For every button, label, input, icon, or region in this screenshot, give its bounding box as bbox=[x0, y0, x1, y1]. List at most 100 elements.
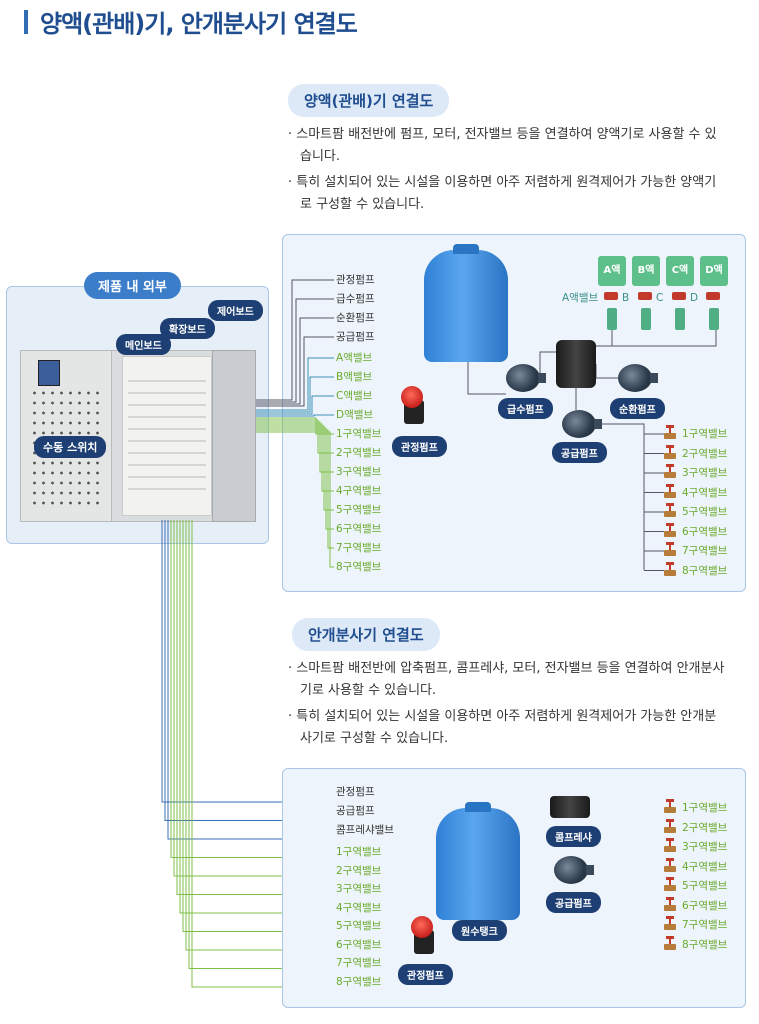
chemical-solenoid bbox=[607, 308, 617, 330]
pump-label: 순환펌프 bbox=[336, 312, 375, 324]
chemical-valve-label: B bbox=[622, 292, 630, 304]
display-screen bbox=[38, 360, 60, 386]
pump-label: 관정펌프 bbox=[336, 786, 375, 798]
zone-valve-label: 5구역밸브 bbox=[682, 880, 728, 892]
valve-label: 6구역밸브 bbox=[336, 523, 382, 535]
expansion-board-badge: 확장보드 bbox=[160, 318, 215, 339]
nutrient-water-tank bbox=[424, 244, 508, 362]
raw-water-tank bbox=[436, 802, 520, 920]
well-pump-gauge bbox=[401, 386, 423, 408]
raw-water-tank-badge: 원수탱크 bbox=[452, 920, 507, 941]
valve-label: 5구역밸브 bbox=[336, 504, 382, 516]
chemical-tank: D액 bbox=[700, 256, 728, 286]
valve-label: A액밸브 bbox=[336, 352, 373, 364]
section1-bullet-1: · 스마트팜 배전반에 펌프, 모터, 전자밸브 등을 연결하여 양액기로 사용… bbox=[288, 127, 717, 164]
zone-valve-label: 2구역밸브 bbox=[682, 821, 728, 834]
chemical-solenoid bbox=[709, 308, 719, 330]
page-title: 양액(관배)기, 안개분사기 연결도 bbox=[40, 10, 358, 38]
valve-label: B액밸브 bbox=[336, 371, 373, 383]
zone-valve-icon bbox=[664, 542, 676, 556]
main-board-badge: 메인보드 bbox=[116, 334, 171, 355]
valve-label: 3구역밸브 bbox=[336, 883, 382, 895]
valve-label: 8구역밸브 bbox=[336, 975, 382, 988]
chemical-valve-label: A액밸브 bbox=[562, 292, 599, 304]
zone-valve-icon bbox=[664, 935, 676, 950]
zone-valve-label: 1구역밸브 bbox=[682, 428, 728, 440]
zone-valve-icon bbox=[664, 444, 676, 459]
circulation-pump-motor bbox=[618, 364, 658, 392]
zone-valve-icon bbox=[664, 877, 676, 891]
valve-label: 4구역밸브 bbox=[336, 485, 382, 497]
zone-valve-label: 8구역밸브 bbox=[682, 938, 728, 951]
well-pump-badge: 관정펌프 bbox=[392, 436, 447, 457]
feed-pump-badge: 급수펌프 bbox=[498, 398, 553, 419]
section2-bullet-2: · 특히 설치되어 있는 시설을 이용하면 아주 저렴하게 원격제어가 가능한 … bbox=[288, 709, 717, 746]
section1-bullets: · 스마트팜 배전반에 펌프, 모터, 전자밸브 등을 연결하여 양액기로 사용… bbox=[288, 124, 728, 220]
zone-valve-icon bbox=[664, 916, 676, 930]
compressor-unit bbox=[550, 796, 590, 818]
zone-valve-icon bbox=[664, 503, 676, 517]
chemical-valve-icon bbox=[706, 292, 720, 300]
zone-valve-icon bbox=[664, 483, 676, 498]
valve-label: C액밸브 bbox=[336, 390, 373, 402]
pump-label: 공급펌프 bbox=[336, 331, 375, 343]
zone-valve-icon bbox=[664, 896, 676, 911]
manual-switch-badge: 수동 스위치 bbox=[34, 436, 107, 458]
section1-bullet-2: · 특히 설치되어 있는 시설을 이용하면 아주 저렴하게 원격제어가 가능한 … bbox=[288, 175, 717, 212]
circulation-pump-badge: 순환펌프 bbox=[610, 398, 665, 419]
valve-label: 8구역밸브 bbox=[336, 561, 382, 573]
zone-valve-icon bbox=[664, 818, 676, 833]
zone-valve-label: 3구역밸브 bbox=[682, 841, 728, 853]
valve-label: 7구역밸브 bbox=[336, 542, 382, 554]
zone-valve-icon bbox=[664, 857, 676, 872]
zone-valve-label: 7구역밸브 bbox=[682, 545, 728, 557]
zone-valve-label: 5구역밸브 bbox=[682, 506, 728, 518]
chemical-tank: B액 bbox=[632, 256, 660, 286]
zone-valve-icon bbox=[664, 464, 676, 478]
pump-label: 관정펌프 bbox=[336, 274, 375, 286]
zone-valve-label: 2구역밸브 bbox=[682, 447, 728, 460]
zone-valve-label: 6구역밸브 bbox=[682, 525, 728, 538]
pump-label: 공급펌프 bbox=[336, 805, 375, 817]
valve-label: 3구역밸브 bbox=[336, 466, 382, 478]
zone-valve-icon bbox=[664, 799, 676, 813]
zone-valve-label: 4구역밸브 bbox=[682, 486, 728, 499]
section2-bullet-1: · 스마트팜 배전반에 압축펌프, 콤프레샤, 모터, 전자밸브 등을 연결하여… bbox=[288, 661, 725, 698]
supply-pump-motor bbox=[562, 410, 602, 438]
valve-label: 1구역밸브 bbox=[336, 846, 382, 858]
title-accent-bar bbox=[24, 10, 28, 34]
control-board-badge: 제어보드 bbox=[208, 300, 263, 321]
valve-label: 2구역밸브 bbox=[336, 447, 382, 459]
mixing-drum bbox=[556, 340, 596, 388]
chemical-valve-icon bbox=[638, 292, 652, 300]
valve-label: 4구역밸브 bbox=[336, 901, 382, 914]
chemical-tank: A액 bbox=[598, 256, 626, 286]
pump-label: 콤프레샤밸브 bbox=[336, 824, 394, 836]
well-pump2-badge: 관정펌프 bbox=[398, 964, 453, 985]
chemical-valve-icon bbox=[672, 292, 686, 300]
product-title: 제품 내 외부 bbox=[84, 272, 181, 299]
valve-label: 7구역밸브 bbox=[336, 957, 382, 969]
supply-pump-badge: 공급펌프 bbox=[552, 442, 607, 463]
well-pump2-gauge bbox=[411, 916, 433, 938]
chemical-valve-icon bbox=[604, 292, 618, 300]
zone-valve-label: 6구역밸브 bbox=[682, 899, 728, 912]
cabinet-door-right bbox=[212, 350, 256, 522]
zone-valve-label: 3구역밸브 bbox=[682, 467, 728, 479]
chemical-valve-label: C bbox=[656, 292, 664, 304]
zone-valve-label: 4구역밸브 bbox=[682, 860, 728, 873]
valve-label: 6구역밸브 bbox=[336, 938, 382, 951]
supply-pump2-badge: 공급펌프 bbox=[546, 892, 601, 913]
zone-valve-icon bbox=[664, 561, 676, 576]
valve-label: D액밸브 bbox=[336, 409, 374, 421]
compressor-badge: 콤프레샤 bbox=[546, 826, 601, 847]
terminal-rows bbox=[128, 380, 206, 500]
chemical-tank: C액 bbox=[666, 256, 694, 286]
section1-title: 양액(관배)기 연결도 bbox=[288, 84, 450, 117]
pump-label: 급수펌프 bbox=[336, 293, 375, 305]
zone-valve-icon bbox=[664, 522, 676, 537]
zone-valve-label: 8구역밸브 bbox=[682, 564, 728, 577]
chemical-solenoid bbox=[641, 308, 651, 330]
zone-valve-icon bbox=[664, 425, 676, 439]
valve-label: 5구역밸브 bbox=[336, 920, 382, 932]
